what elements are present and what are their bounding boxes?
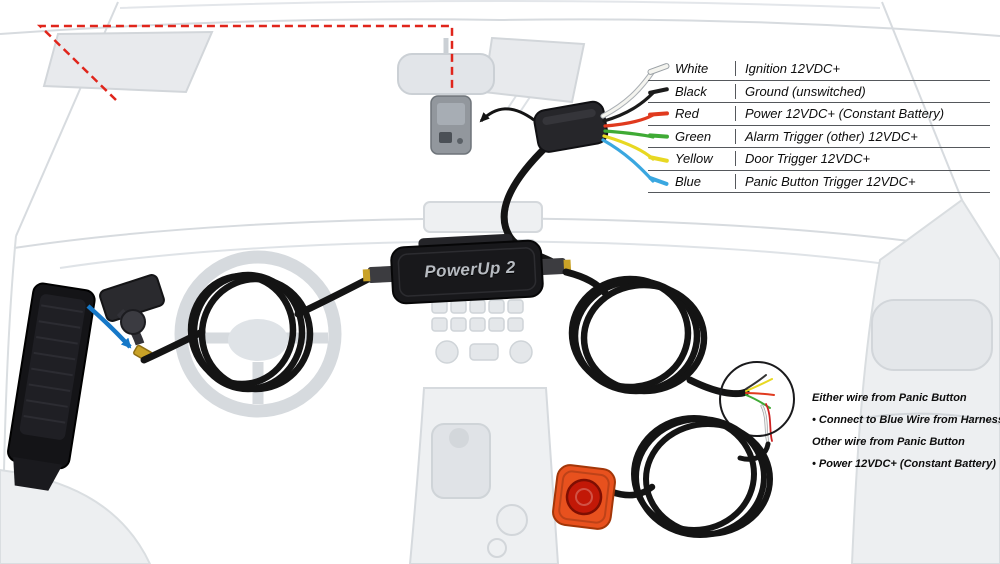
powerup2-device [362, 233, 572, 305]
green-wire [603, 129, 655, 139]
wire-color-swatch [647, 133, 670, 139]
wiring-harness-connector [533, 100, 609, 153]
display-device [7, 274, 165, 491]
panic-button [552, 464, 616, 530]
center-console [408, 387, 560, 564]
wire-color-swatch-wrap [647, 111, 675, 117]
wire-name: Yellow [675, 151, 713, 167]
wire-color-swatch [647, 154, 670, 163]
note-line-2: • Connect to Blue Wire from Harness [812, 414, 1000, 426]
plug-in-arrow [86, 304, 132, 349]
harness-wire-fan [600, 68, 656, 183]
yellow-wire [602, 134, 655, 161]
wire-description: Door Trigger 12VDC+ [735, 151, 990, 167]
wire-color-swatch-wrap [647, 154, 675, 163]
wire-color-swatch-wrap [647, 87, 675, 96]
wire-legend-row: Black Ground (unswitched) [647, 81, 990, 103]
wire-color-swatch-wrap [647, 63, 675, 75]
wire-description: Panic Button Trigger 12VDC+ [735, 173, 990, 189]
blue-wire [601, 138, 655, 183]
panic-button-notes: Either wire from Panic Button • Connect … [812, 392, 1000, 480]
left-sun-visor [42, 30, 214, 94]
wire-name: Black [675, 83, 707, 99]
note-line-3: Other wire from Panic Button [812, 436, 965, 448]
wire-legend-row: Blue Panic Button Trigger 12VDC+ [647, 171, 990, 193]
wire-legend-row: White Ignition 12VDC+ [647, 58, 990, 81]
wire-splice-detail [719, 361, 795, 445]
black-wire [602, 91, 655, 123]
wire-name: Blue [675, 173, 702, 189]
wire-color-swatch-wrap [647, 175, 675, 187]
wire-description: Alarm Trigger (other) 12VDC+ [735, 128, 990, 144]
note-line-1: Either wire from Panic Button [812, 392, 967, 404]
passenger-seat-and-door [850, 198, 1000, 564]
wire-color-swatch [647, 63, 670, 75]
wire-name: White [675, 61, 709, 77]
rearview-mirror [397, 38, 495, 95]
wire-name: Green [675, 128, 712, 144]
white-wire [601, 69, 655, 118]
cable-routing-dashed-line [36, 24, 454, 101]
white-wire-outline [600, 68, 656, 119]
wire-legend-row: Red Power 12VDC+ (Constant Battery) [647, 103, 990, 126]
wire-description: Power 12VDC+ (Constant Battery) [735, 106, 990, 122]
steering-wheel [174, 250, 342, 418]
wire-legend-row: Yellow Door Trigger 12VDC+ [647, 148, 990, 171]
wire-color-swatch [647, 87, 670, 96]
left-cable-run [140, 267, 388, 393]
wire-color-swatch [647, 111, 670, 117]
wire-name: Red [675, 106, 699, 122]
wire-color-swatch-wrap [647, 133, 675, 139]
panic-cable-run [608, 415, 773, 538]
wire-legend-row: Green Alarm Trigger (other) 12VDC+ [647, 126, 990, 148]
mount-bracket [99, 274, 165, 362]
wire-color-swatch [647, 175, 670, 187]
harness-to-module-arrow [479, 107, 535, 123]
wire-description: Ground (unswitched) [735, 83, 990, 99]
note-line-4: • Power 12VDC+ (Constant Battery) [812, 458, 996, 470]
splice-highlight-circle [719, 361, 795, 437]
wire-description: Ignition 12VDC+ [735, 61, 990, 77]
windshield-module [430, 95, 472, 155]
wire-legend: White Ignition 12VDC+ Black Ground (unsw… [647, 58, 990, 193]
right-cable-run [562, 268, 750, 398]
